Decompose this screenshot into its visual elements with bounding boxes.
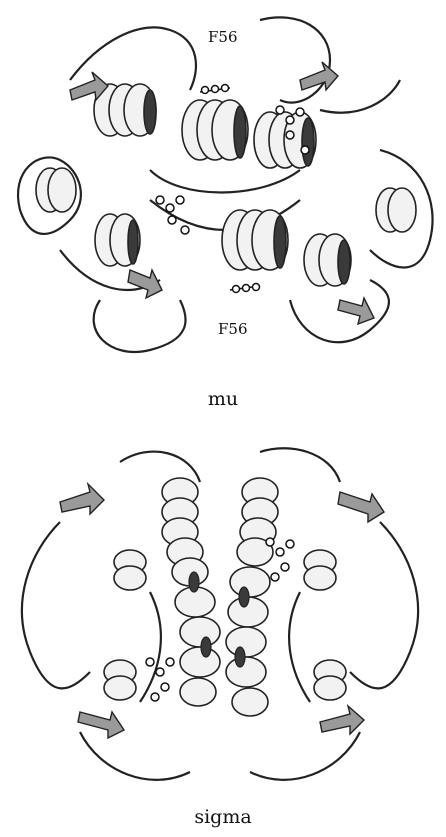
mu-ribbon-diagram [0, 0, 446, 372]
sigma-ribbon-diagram [0, 432, 446, 807]
residue-label-f56-top: F56 [208, 28, 238, 46]
caption-mu: mu [0, 388, 446, 410]
sigma-structure-image [0, 432, 446, 807]
mu-structure-image [0, 0, 446, 372]
residue-label-f56-bottom: F56 [218, 320, 248, 338]
caption-sigma: sigma [0, 806, 446, 828]
